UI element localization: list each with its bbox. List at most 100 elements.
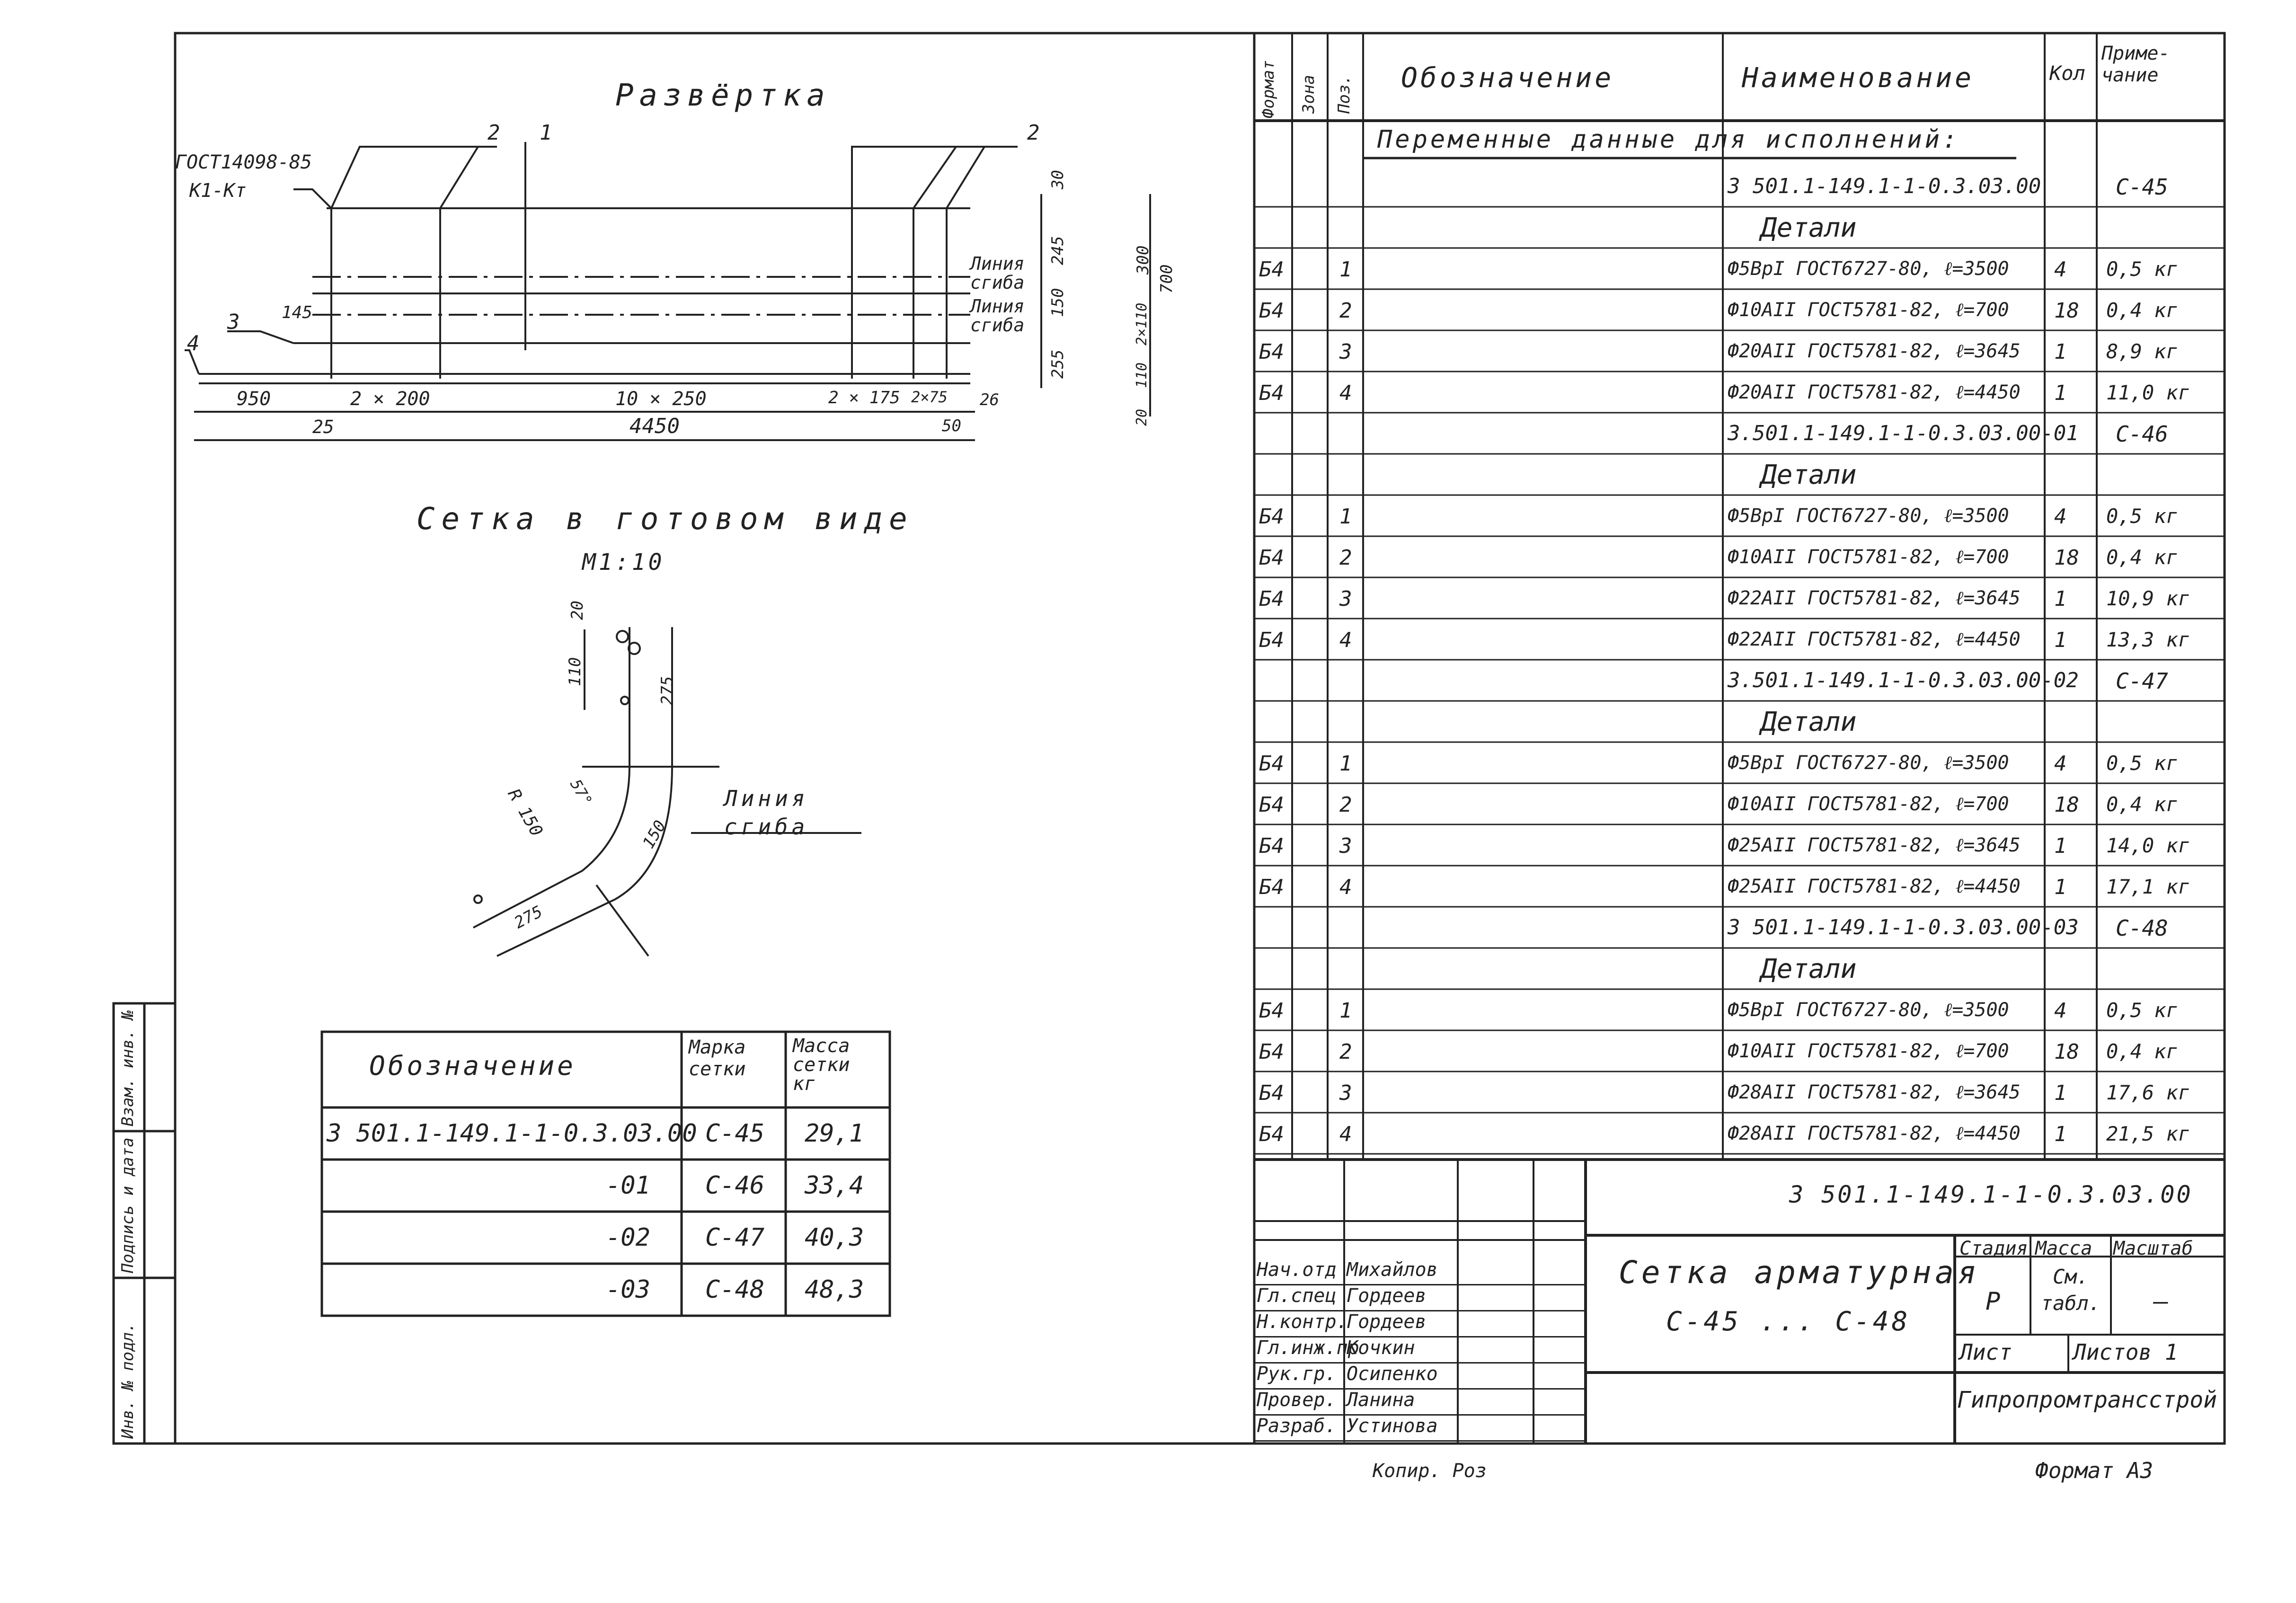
spec-row-note: 11,0 кг [2106, 381, 2190, 404]
staff-row-divider [1254, 1284, 1586, 1285]
dim-950: 950 [237, 388, 271, 410]
spec-row-pos: 1 [1339, 257, 1352, 282]
mass-th-mass: Масса сетки кг [793, 1035, 850, 1095]
spec-row-name: Ф5ВрI ГОСТ6727-80, ℓ=3500 [1728, 999, 2009, 1021]
flat-pattern [185, 142, 1151, 441]
spec-row-qty: 4 [2054, 999, 2067, 1023]
spec-row-pos: 4 [1339, 628, 1352, 652]
fold-line-1a: Линия [970, 253, 1025, 274]
mass-table-frame [320, 1030, 891, 1317]
spec-row-format: Б4 [1259, 628, 1284, 652]
fold-line-1b: сгиба [970, 272, 1025, 293]
fv-dim-20: 20 [568, 601, 587, 620]
mass-row-2-designation: -01 [606, 1171, 650, 1200]
spec-row-pos: 1 [1339, 999, 1352, 1023]
dim-145: 145 [282, 303, 313, 322]
spec-row-name: Ф22АII ГОСТ5781-82, ℓ=4450 [1728, 629, 2021, 650]
vdim-700: 700 [1157, 264, 1176, 293]
mass-th-mark: Марка сетки [689, 1036, 746, 1080]
spec-row-lines [1254, 206, 2225, 1155]
staff-name: Михайлов [1347, 1259, 1438, 1281]
vdim-110: 110 [1134, 362, 1150, 388]
spec-row-name: Ф10АII ГОСТ5781-82, ℓ=700 [1728, 299, 2009, 321]
fold-line-2a: Линия [970, 296, 1025, 317]
spec-row-name: Ф10АII ГОСТ5781-82, ℓ=700 [1728, 1040, 2009, 1062]
spec-row-pos: 3 [1339, 340, 1352, 364]
dim-10x250: 10 × 250 [615, 388, 707, 410]
staff-name: Осипенко [1347, 1363, 1438, 1385]
spec-doc-designation: 3 501.1-149.1-1-0.3.03.00 [1728, 174, 2041, 198]
spec-row-pos: 3 [1339, 1081, 1352, 1105]
dim-26: 26 [980, 390, 999, 409]
spec-row-note: 0,5 кг [2106, 257, 2178, 281]
stage-label: Стадия [1959, 1238, 2028, 1259]
spec-row-pos: 1 [1339, 752, 1352, 776]
callout-4: 4 [187, 331, 200, 355]
spec-row-qty: 1 [2054, 834, 2067, 858]
side-stamp-replace: Взам. инв. № [118, 1010, 137, 1126]
spec-row-name: Ф28АII ГОСТ5781-82, ℓ=3645 [1728, 1081, 2021, 1103]
spec-th-qty: Кол [2049, 62, 2085, 85]
spec-row-name: Ф20АII ГОСТ5781-82, ℓ=4450 [1728, 381, 2021, 403]
vdim-20: 20 [1134, 408, 1150, 426]
callout-2a: 2 [488, 121, 500, 145]
doc-title-1: Сетка арматурная [1619, 1254, 1980, 1291]
spec-row-name: Ф25АII ГОСТ5781-82, ℓ=4450 [1728, 876, 2021, 897]
flat-pattern-title: Развёртка [615, 78, 831, 113]
spec-doc-designation: 3.501.1-149.1-1-0.3.03.00-02 [1728, 668, 2079, 692]
side-stamp-inv: Инв. № подл. [118, 1322, 137, 1439]
vdim-255: 255 [1048, 349, 1067, 379]
spec-row-qty: 1 [2054, 587, 2067, 611]
vdim-2x110: 2×110 [1134, 302, 1150, 345]
spec-row-note: 21,5 кг [2106, 1122, 2190, 1145]
spec-row-pos: 2 [1339, 793, 1352, 817]
spec-doc-mark: С-48 [2116, 915, 2168, 941]
fv-fold-a: Линия [724, 786, 809, 811]
mass-row-2-mark: С-46 [705, 1171, 765, 1200]
variable-header-underline [1363, 157, 2016, 159]
spec-row-pos: 3 [1339, 834, 1352, 858]
doc-title-2: С-45 ... С-48 [1666, 1306, 1911, 1337]
mass-row-3-mark: С-47 [705, 1223, 765, 1252]
spec-row-name: Ф10АII ГОСТ5781-82, ℓ=700 [1728, 793, 2009, 815]
spec-row-qty: 1 [2054, 381, 2067, 405]
spec-row-pos: 4 [1339, 875, 1352, 899]
spec-section-title: Детали [1761, 954, 1857, 984]
vdim-30: 30 [1048, 170, 1067, 189]
spec-row-name: Ф20АII ГОСТ5781-82, ℓ=3645 [1728, 340, 2021, 362]
copied-note: Копир. Роз [1373, 1460, 1487, 1482]
mass-row-3-mass: 40,3 [805, 1223, 864, 1252]
spec-section-title: Детали [1761, 707, 1857, 737]
mass-row-1-designation: 3 501.1-149.1-1-0.3.03.00 [327, 1119, 697, 1148]
spec-row-pos: 2 [1339, 546, 1352, 570]
dim-2x75: 2×75 [911, 388, 948, 406]
spec-row-format: Б4 [1259, 587, 1284, 611]
spec-row-note: 0,4 кг [2106, 793, 2178, 816]
spec-row-pos: 1 [1339, 505, 1352, 529]
spec-row-format: Б4 [1259, 875, 1284, 899]
fv-dim-110: 110 [566, 657, 585, 686]
spec-row-note: 0,5 кг [2106, 505, 2178, 528]
spec-row-pos: 2 [1339, 1040, 1352, 1064]
spec-row-name: Ф5ВрI ГОСТ6727-80, ℓ=3500 [1728, 752, 2009, 774]
staff-role: Нач.отд [1257, 1259, 1337, 1281]
scale-value: — [2154, 1287, 2169, 1316]
staff-name: Гордеев [1347, 1311, 1427, 1333]
dim-25: 25 [312, 416, 334, 437]
mass-row-1-mass: 29,1 [805, 1119, 864, 1148]
gost-note: ГОСТ14098-85 [175, 151, 312, 173]
staff-role: Н.контр. [1257, 1311, 1348, 1333]
finished-view [473, 627, 861, 957]
spec-row-format: Б4 [1259, 1122, 1284, 1146]
spec-row-note: 0,5 кг [2106, 752, 2178, 775]
staff-role: Гл.инж.пр [1257, 1337, 1359, 1359]
spec-doc-mark: С-47 [2116, 668, 2168, 694]
spec-row-name: Ф10АII ГОСТ5781-82, ℓ=700 [1728, 546, 2009, 568]
spec-row-note: 13,3 кг [2106, 628, 2190, 651]
scale-label: Масштаб [2113, 1238, 2193, 1259]
spec-row-note: 10,9 кг [2106, 587, 2190, 610]
vdim-245: 245 [1048, 236, 1067, 265]
spec-th-name: Наименование [1742, 62, 1975, 94]
spec-th-format: Формат [1259, 60, 1278, 118]
staff-row-divider [1254, 1310, 1586, 1311]
